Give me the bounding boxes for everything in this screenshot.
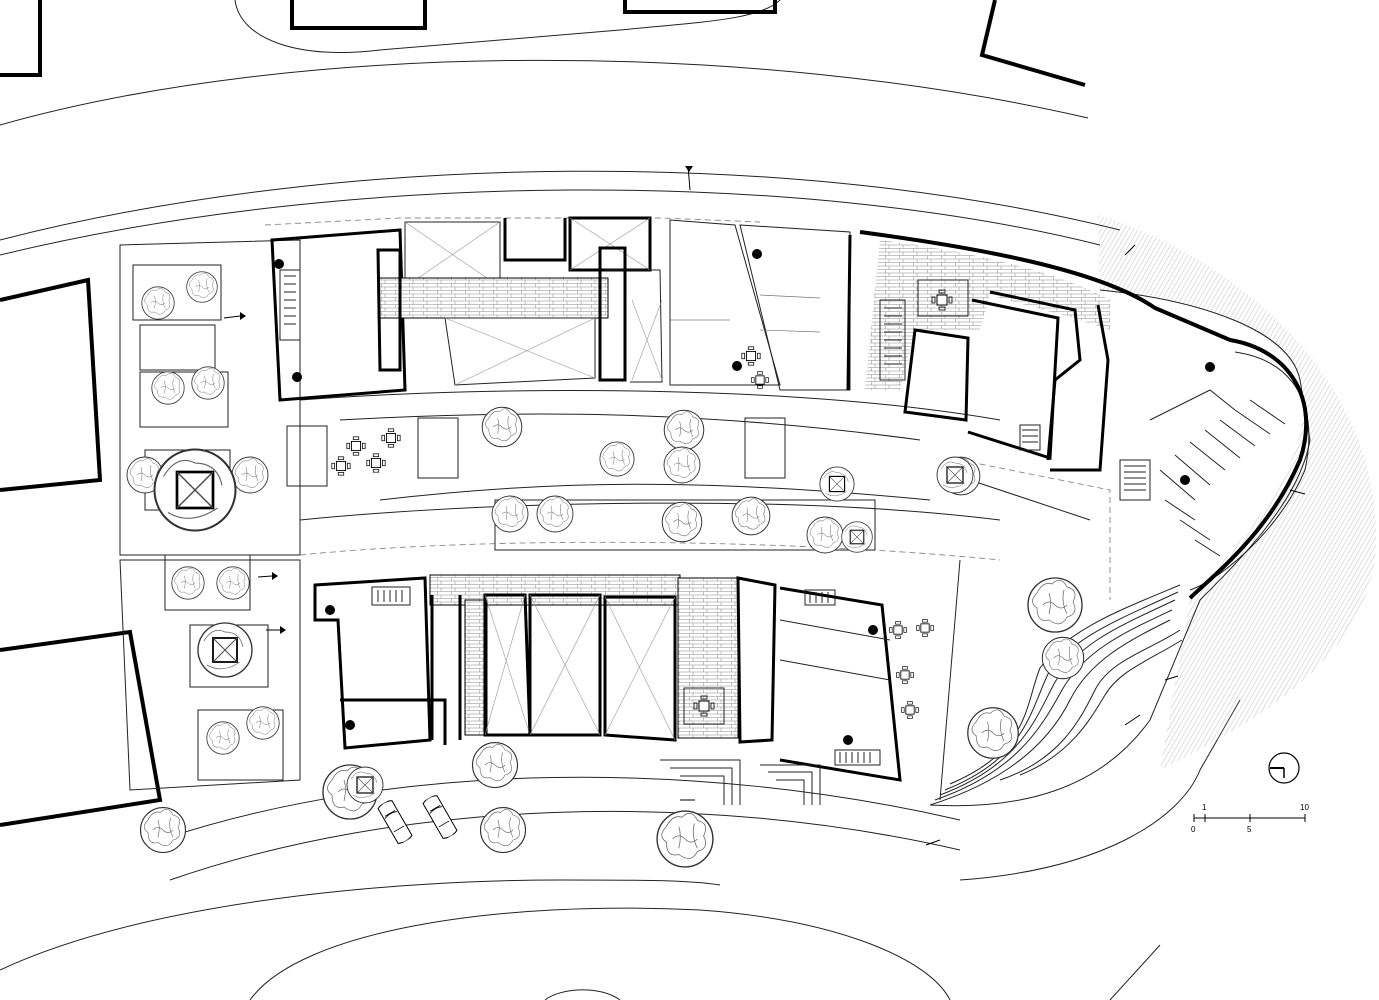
parking-stalls xyxy=(1149,389,1286,557)
scale-label-1: 1 xyxy=(1202,803,1207,812)
planters xyxy=(132,264,876,781)
street-lines xyxy=(0,0,1241,1000)
building-south-east xyxy=(660,576,902,805)
building-south-west xyxy=(313,574,681,750)
scale-label-0: 0 xyxy=(1191,825,1196,834)
scale-label-5: 5 xyxy=(1247,825,1252,834)
site-outline xyxy=(119,217,1311,807)
parked-cars xyxy=(376,793,459,846)
building-north-east xyxy=(846,230,1309,600)
columns xyxy=(274,249,1215,745)
section-markers xyxy=(223,165,1306,846)
building-north-middle xyxy=(669,219,851,391)
neighbour-blocks xyxy=(0,0,1086,827)
landscape-ribbons xyxy=(929,584,1183,806)
north-arrow-icon xyxy=(1268,752,1300,784)
building-north-west xyxy=(270,216,663,402)
terraced-steps xyxy=(660,759,821,805)
scale-bar: 1 10 0 5 xyxy=(1191,803,1309,834)
scale-label-10: 10 xyxy=(1300,803,1309,812)
hatched-ground xyxy=(1098,215,1376,770)
